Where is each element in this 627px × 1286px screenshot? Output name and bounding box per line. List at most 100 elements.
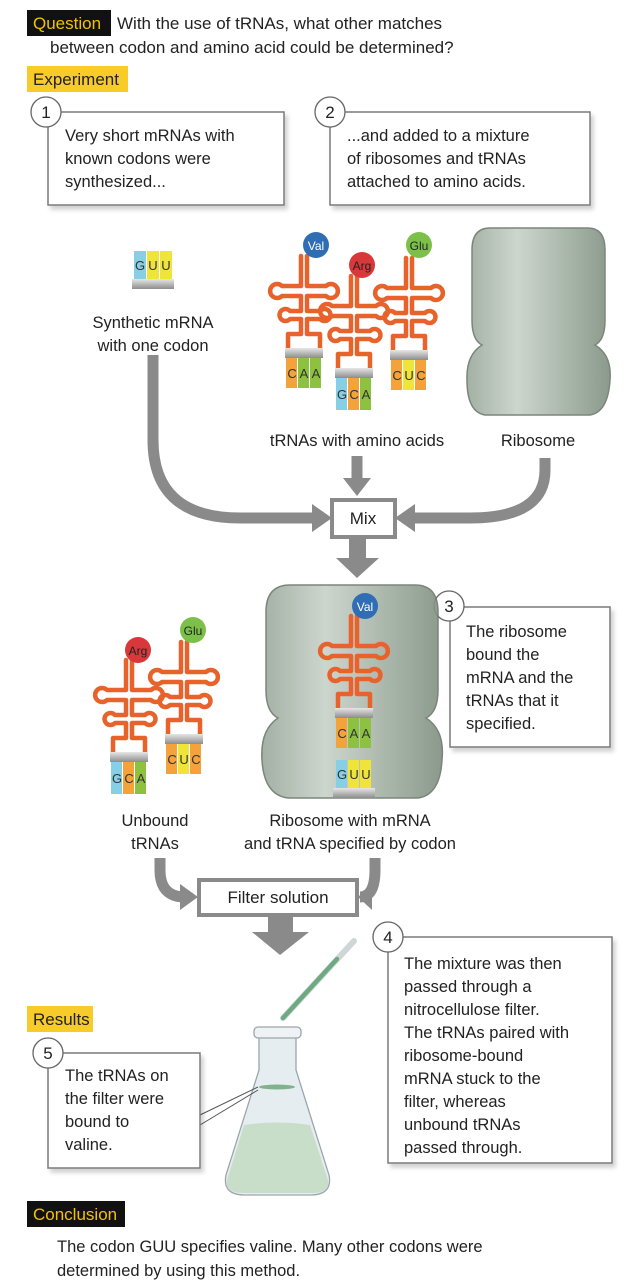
svg-text:Arg: Arg: [353, 259, 372, 273]
svg-text:passed through a: passed through a: [404, 978, 532, 996]
experiment-tag: [27, 66, 128, 92]
svg-text:U: U: [404, 368, 413, 383]
step-text: of ribosomes and tRNAs: [347, 150, 526, 168]
mrna-label: with one codon: [97, 337, 209, 355]
svg-text:C: C: [349, 387, 358, 402]
step-number: 1: [41, 103, 50, 122]
svg-text:5: 5: [43, 1044, 52, 1063]
unbound-label: Unbound: [122, 812, 189, 830]
step-number: 2: [325, 103, 334, 122]
svg-text:C: C: [124, 771, 133, 786]
step-text: attached to amino acids.: [347, 173, 526, 191]
step-number-circle: [314, 96, 346, 128]
ribosome-label: Ribosome: [501, 432, 575, 450]
svg-text:C: C: [416, 368, 425, 383]
svg-text:G: G: [112, 771, 122, 786]
step-text: synthesized...: [65, 173, 166, 191]
synthetic-mrna: G U U: [132, 251, 174, 289]
svg-text:U: U: [161, 258, 170, 273]
svg-text:Arg: Arg: [129, 644, 148, 658]
svg-text:filter, whereas: filter, whereas: [404, 1093, 506, 1111]
svg-text:A: A: [350, 726, 359, 741]
svg-text:ribosome-bound: ribosome-bound: [404, 1047, 523, 1065]
filter-label: Filter solution: [227, 888, 328, 907]
step-text: ...and added to a mixture: [347, 127, 530, 145]
arrowheads: [312, 478, 415, 578]
svg-text:The mixture was then: The mixture was then: [404, 955, 562, 973]
svg-text:G: G: [337, 387, 347, 402]
flow-arrows-top: [147, 355, 551, 524]
question-tag-label: Question: [33, 14, 101, 33]
pipette: [280, 938, 357, 1021]
svg-text:A: A: [137, 771, 146, 786]
unbound-label: tRNAs: [131, 835, 179, 853]
svg-text:Val: Val: [308, 239, 324, 253]
conclusion-tag-label: Conclusion: [33, 1205, 117, 1224]
filter-box: [197, 878, 359, 917]
step-text: Very short mRNAs with: [65, 127, 235, 145]
conclusion-line-1: The codon GUU specifies valine. Many oth…: [57, 1238, 483, 1256]
svg-text:3: 3: [444, 597, 453, 616]
svg-text:A: A: [300, 366, 309, 381]
svg-text:G: G: [135, 258, 145, 273]
trnas-label: tRNAs with amino acids: [270, 432, 444, 450]
svg-text:U: U: [361, 767, 370, 782]
step-1-box: 1 Very short mRNAs with known codons wer…: [30, 96, 285, 206]
svg-text:Glu: Glu: [410, 239, 429, 253]
svg-text:C: C: [191, 752, 200, 767]
question-line-2: between codon and amino acid could be de…: [50, 38, 454, 57]
svg-text:Val: Val: [357, 600, 373, 614]
experiment-tag-label: Experiment: [33, 70, 119, 89]
svg-text:A: A: [362, 387, 371, 402]
svg-text:U: U: [148, 258, 157, 273]
step-text: known codons were: [65, 150, 211, 168]
question-section: Question With the use of tRNAs, what oth…: [27, 10, 454, 57]
svg-text:C: C: [392, 368, 401, 383]
flask: [199, 1026, 331, 1196]
svg-text:A: A: [362, 726, 371, 741]
mix-box: [330, 498, 397, 539]
results-tag: [27, 1006, 93, 1032]
amino-acid-ball: [303, 232, 329, 258]
svg-text:The tRNAs on: The tRNAs on: [65, 1067, 169, 1085]
conclusion-line-2: determined by using this method.: [57, 1262, 300, 1280]
svg-text:C: C: [337, 726, 346, 741]
svg-text:4: 4: [383, 928, 392, 947]
svg-text:valine.: valine.: [65, 1136, 113, 1154]
step-4-box: 4 The mixture was then passed through a …: [372, 921, 613, 1164]
results-tag-label: Results: [33, 1010, 90, 1029]
question-tag: [27, 10, 111, 36]
svg-text:mRNA stuck to the: mRNA stuck to the: [404, 1070, 541, 1088]
svg-text:nitrocellulose filter.: nitrocellulose filter.: [404, 1001, 540, 1019]
bound-label: Ribosome with mRNA: [269, 812, 430, 830]
step-5-box: 5 The tRNAs on the filter were bound to …: [32, 1037, 201, 1169]
svg-text:the filter were: the filter were: [65, 1090, 164, 1108]
conclusion-tag: [27, 1201, 125, 1227]
svg-text:Glu: Glu: [184, 624, 203, 638]
ribosome: [466, 227, 611, 416]
svg-text:specified.: specified.: [466, 715, 536, 733]
svg-text:C: C: [167, 752, 176, 767]
step-2-box: 2 ...and added to a mixture of ribosomes…: [314, 96, 591, 206]
svg-text:The tRNAs paired with: The tRNAs paired with: [404, 1024, 569, 1042]
svg-text:C: C: [287, 366, 296, 381]
svg-text:U: U: [179, 752, 188, 767]
mix-label: Mix: [350, 509, 377, 528]
svg-text:mRNA and the: mRNA and the: [466, 669, 573, 687]
svg-text:bound to: bound to: [65, 1113, 129, 1131]
svg-text:bound the: bound the: [466, 646, 539, 664]
mrna-label: Synthetic mRNA: [92, 314, 213, 332]
svg-text:G: G: [337, 767, 347, 782]
svg-text:A: A: [312, 366, 321, 381]
bound-label: and tRNA specified by codon: [244, 835, 456, 853]
svg-text:passed through.: passed through.: [404, 1139, 522, 1157]
svg-text:The ribosome: The ribosome: [466, 623, 567, 641]
svg-text:unbound tRNAs: unbound tRNAs: [404, 1116, 521, 1134]
